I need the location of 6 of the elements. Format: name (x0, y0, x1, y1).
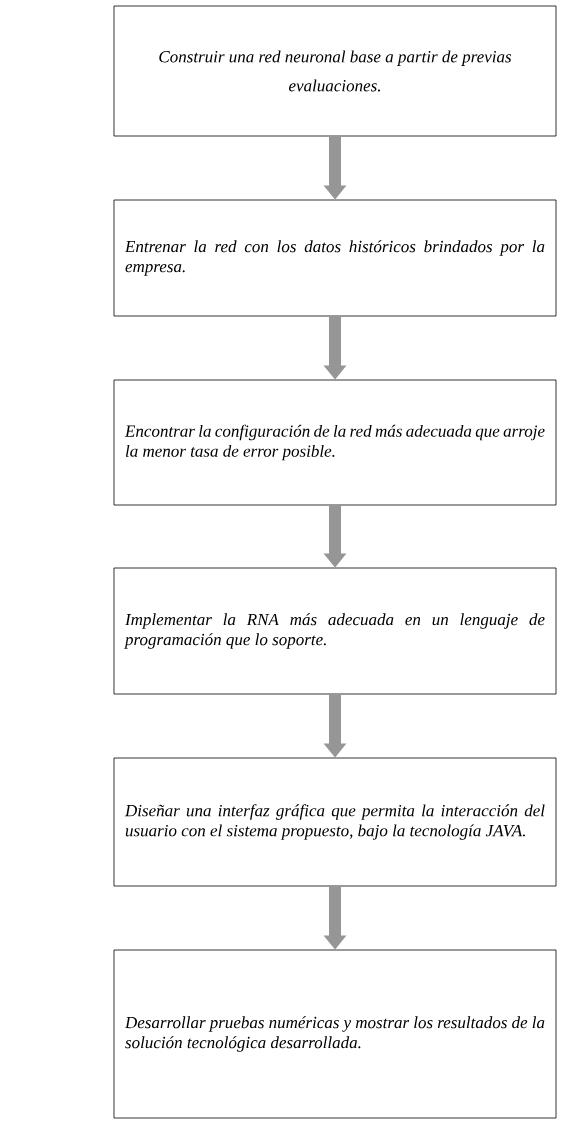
process-box: Construir una red neuronal base a partir de previas evaluaciones. (113, 5, 557, 137)
process-box: Desarrollar pruebas numéricas y mostrar los resultados de la solución tecnológica desarrollada. (113, 949, 557, 1119)
process-box: Encontrar la configuración de la red más adecuada que arroje la menor tasa de error posible. (113, 379, 557, 506)
process-box: Entrenar la red con los datos históricos brindados por la empresa. (113, 199, 557, 317)
process-box: Implementar la RNA más adecuada en un lenguaje de programación que lo soporte. (113, 567, 557, 695)
process-box: Diseñar una interfaz gráfica que permita la interacción del usuario con el sistema propuesto, bajo la tecnología JAVA. (113, 757, 557, 887)
